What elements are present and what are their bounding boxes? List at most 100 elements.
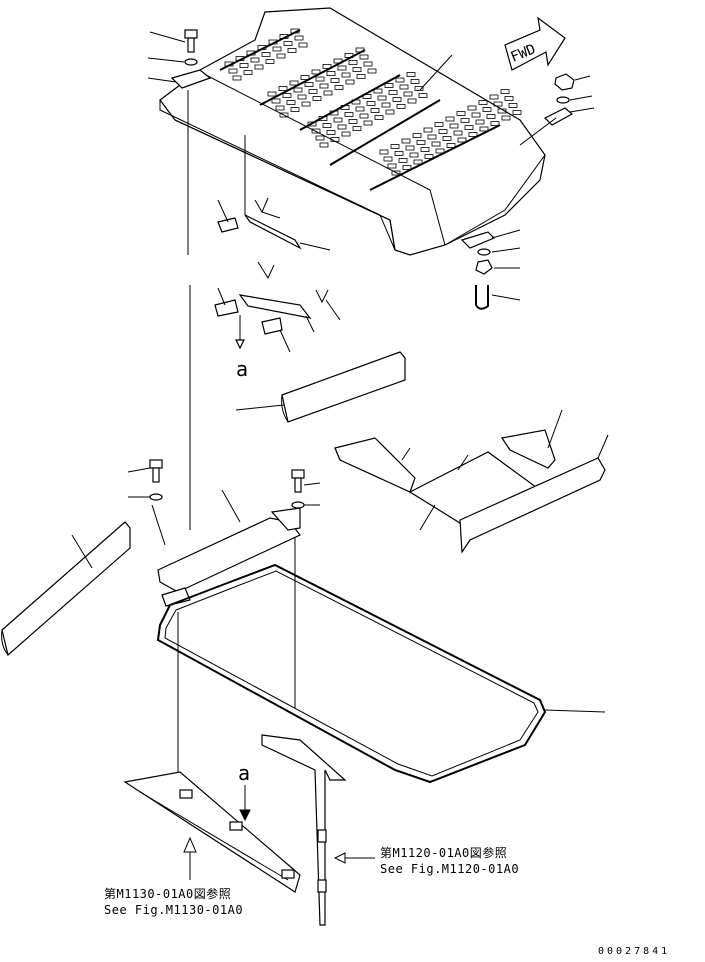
roof-grid-cell bbox=[475, 119, 485, 125]
roof-grid-cell bbox=[402, 165, 412, 170]
bolt-mid-left bbox=[127, 459, 163, 501]
roof-grid-cell bbox=[294, 35, 304, 41]
ref-right-jp: 第M1120-01A0図参照 bbox=[380, 846, 508, 860]
rear-cross-member bbox=[123, 771, 301, 893]
roof-grid-cell bbox=[427, 134, 437, 140]
roof-grid-cell bbox=[460, 118, 470, 123]
roof-grid-cell bbox=[352, 126, 362, 131]
roof-grid-cell bbox=[359, 54, 369, 60]
roof-grid-cell bbox=[287, 48, 297, 53]
roof-grid-cell bbox=[239, 63, 249, 68]
roof-grid-cell bbox=[282, 93, 292, 98]
roof-grid-cell bbox=[300, 75, 310, 80]
roof-grid-cell bbox=[243, 70, 253, 75]
foam-pad-2 bbox=[500, 409, 563, 469]
trim-rail bbox=[459, 434, 609, 554]
roof-grid-cell bbox=[246, 50, 256, 56]
roof-grid-cell bbox=[333, 117, 343, 123]
roof-grid-cell bbox=[337, 65, 347, 71]
ref-left-jp: 第M1130-01A0図参照 bbox=[104, 887, 232, 901]
roof-grid-cell bbox=[345, 79, 355, 85]
roof-grid-cell bbox=[467, 105, 477, 111]
roof-grid-cell bbox=[416, 140, 426, 145]
roof-grid-cell bbox=[412, 133, 422, 138]
roof-grid-cell bbox=[394, 151, 404, 156]
ref-right-en: See Fig.M1120-01A0 bbox=[380, 862, 520, 876]
roof-grid-cell bbox=[424, 154, 434, 159]
roof-grid-cell bbox=[319, 83, 329, 89]
roof-grid-cell bbox=[334, 85, 344, 90]
roof-grid-cell bbox=[482, 107, 492, 112]
roof-grid-cell bbox=[453, 130, 463, 136]
roof-grid-cell bbox=[297, 94, 307, 100]
roof-grid-cell bbox=[471, 112, 481, 118]
roof-grid-cell bbox=[504, 96, 514, 101]
roof-grid-cell bbox=[464, 125, 474, 130]
foam-pad-1 bbox=[334, 437, 416, 493]
roof-grid-cell bbox=[356, 74, 366, 79]
roof-grid-cell bbox=[340, 105, 350, 110]
roof-grid-cell bbox=[330, 137, 340, 142]
view-a-label-top: a bbox=[236, 357, 248, 381]
roof-grid-cell bbox=[457, 137, 467, 143]
roof-grid-cell bbox=[381, 102, 391, 108]
left-side-panel bbox=[1, 521, 131, 657]
roof-grid-cell bbox=[374, 115, 384, 120]
roof-grid-cell bbox=[434, 122, 444, 127]
roof-grid-cell bbox=[497, 108, 507, 114]
roof-grid-cell bbox=[276, 53, 286, 59]
roof-grid-cell bbox=[403, 91, 413, 97]
front-frame bbox=[157, 489, 301, 607]
roof-grid-cell bbox=[392, 97, 402, 102]
roof-grid-cell bbox=[500, 89, 510, 94]
roof-panel bbox=[159, 7, 546, 256]
roof-grid-cell bbox=[396, 104, 406, 109]
roof-grid-cell bbox=[326, 130, 336, 135]
roof-grid-cell bbox=[326, 71, 336, 76]
roof-grid-cell bbox=[420, 147, 430, 152]
roof-grid-cell bbox=[435, 148, 445, 154]
roof-grid-cell bbox=[322, 64, 332, 69]
roof-grid-cell bbox=[275, 105, 285, 111]
roof-grid-cell bbox=[478, 100, 488, 105]
roof-grid-cell bbox=[479, 126, 489, 132]
roof-grid-cell bbox=[283, 41, 293, 46]
roof-grid-cell bbox=[418, 93, 428, 98]
roof-grid-cell bbox=[235, 56, 245, 61]
view-a-label-bottom: a bbox=[238, 761, 250, 785]
roof-grid-cell bbox=[446, 143, 456, 148]
bolt-mid-right bbox=[291, 469, 321, 509]
roof-grid-cell bbox=[501, 115, 511, 121]
roof-grid-cell bbox=[304, 82, 314, 87]
roof-grid-cell bbox=[286, 100, 296, 105]
roof-grid-cell bbox=[232, 75, 242, 81]
roof-grid-cell bbox=[322, 123, 332, 128]
roof-grid-cell bbox=[493, 101, 503, 107]
roof-grid-cell bbox=[344, 112, 354, 117]
roof-grid-cell bbox=[387, 163, 397, 169]
roof-grid-cell bbox=[330, 78, 340, 83]
roof-grid-cell bbox=[250, 57, 260, 63]
roof-grid-cell bbox=[362, 94, 372, 99]
roof-grid-cell bbox=[333, 58, 343, 64]
fwd-arrow: FWD bbox=[504, 16, 566, 71]
roof-grid-cell bbox=[391, 170, 401, 176]
roof-grid-cell bbox=[383, 156, 393, 162]
roof-grid-cell bbox=[355, 47, 365, 53]
roof-grid-cell bbox=[508, 103, 518, 108]
roof-grid-cell bbox=[355, 106, 365, 112]
roof-grid-cell bbox=[413, 159, 423, 165]
roof-grid-cell bbox=[512, 110, 522, 115]
roof-grid-cell bbox=[390, 144, 400, 149]
roof-grid-cell bbox=[329, 110, 339, 116]
roof-grid-cell bbox=[337, 124, 347, 130]
roof-grid-cell bbox=[490, 121, 500, 126]
roof-grid-cell bbox=[290, 107, 300, 112]
roof-grid-cell bbox=[261, 52, 271, 57]
roof-grid-cell bbox=[363, 61, 373, 67]
roof-grid-cell bbox=[298, 42, 308, 48]
roof-grid-cell bbox=[410, 79, 420, 84]
roof-grid-cell bbox=[423, 127, 433, 133]
roof-grid-cell bbox=[278, 86, 288, 91]
